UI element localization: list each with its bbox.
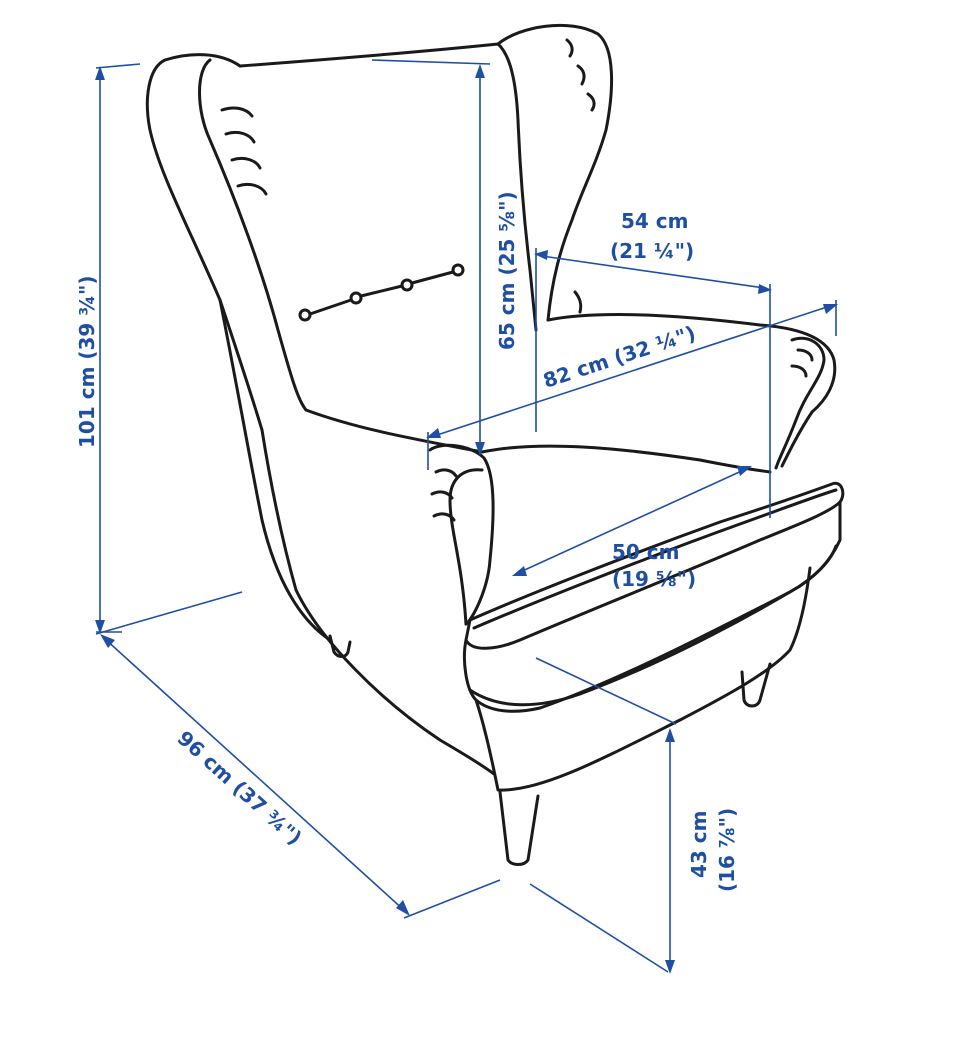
right-wing	[496, 23, 614, 322]
seat-depth-label-cm: 50 cm	[612, 540, 680, 564]
right-arm-fold-2	[790, 364, 808, 378]
left-arm-fold-3	[432, 512, 456, 522]
backrest-height-dimension	[371, 59, 491, 456]
depth-dimension	[95, 591, 501, 919]
seat-piping-top	[472, 488, 838, 630]
right-arm-inner	[780, 410, 814, 468]
seat-height-label-cm: 43 cm	[687, 811, 711, 879]
left-side-body	[260, 428, 496, 776]
seat-width-dimension	[534, 248, 772, 518]
left-wing-fold-4	[236, 182, 268, 196]
left-arm-roll	[428, 443, 495, 626]
button-seam	[308, 270, 455, 316]
seat-depth-label-in: (19 ⅝")	[612, 567, 696, 591]
seat-height-label-in: (16 ⅞")	[715, 808, 739, 892]
width-dimension	[426, 300, 838, 470]
seat-depth-dimension	[512, 466, 752, 576]
depth-label: 96 cm (37 ¾")	[173, 726, 307, 850]
right-wing-fold-3	[586, 92, 596, 112]
button-1	[298, 308, 312, 322]
seat-piping-bottom	[468, 544, 838, 707]
height-dimension	[95, 63, 141, 634]
right-arm-scroll	[774, 336, 826, 470]
dimension-labels: 101 cm (39 ¾") 96 cm (37 ¾") 65 cm (25 ⅝…	[75, 191, 739, 892]
button-2	[349, 291, 363, 305]
back-top-edge	[238, 42, 500, 68]
right-arm-top	[546, 313, 837, 414]
height-label: 101 cm (39 ¾")	[75, 275, 99, 448]
left-wing-fold-2	[224, 130, 256, 144]
front-right-leg	[740, 662, 772, 708]
button-4	[451, 263, 465, 277]
seat-width-label-in: (21 ¼")	[610, 239, 694, 263]
left-wing-roll	[198, 58, 308, 412]
front-apron	[474, 566, 812, 792]
right-wing-fold-4	[573, 290, 583, 314]
button-3	[400, 278, 414, 292]
left-wing-fold-1	[220, 106, 254, 118]
seat-cushion-side	[462, 500, 842, 713]
seat-height-dimension	[529, 657, 677, 974]
right-arm-fold-1	[796, 348, 814, 362]
backrest-height-label: 65 cm (25 ⅝")	[495, 191, 519, 350]
right-wing-inner	[496, 42, 538, 332]
front-left-leg	[498, 790, 540, 866]
seat-width-label-cm: 54 cm	[621, 209, 689, 233]
right-wing-fold-1	[565, 38, 574, 58]
left-side-rear	[218, 298, 332, 642]
left-wing-outer	[145, 53, 264, 432]
rear-left-leg	[328, 634, 352, 658]
left-arm-fold-1	[434, 468, 458, 478]
left-arm-fold-2	[430, 490, 454, 500]
right-wing-fold-2	[576, 64, 586, 86]
left-wing-fold-3	[230, 156, 262, 170]
backrest-buttons	[298, 263, 465, 322]
seat-back-line	[480, 444, 772, 474]
dimension-lines	[95, 59, 838, 974]
left-arm-front	[448, 468, 484, 626]
armchair-drawing	[145, 23, 845, 866]
